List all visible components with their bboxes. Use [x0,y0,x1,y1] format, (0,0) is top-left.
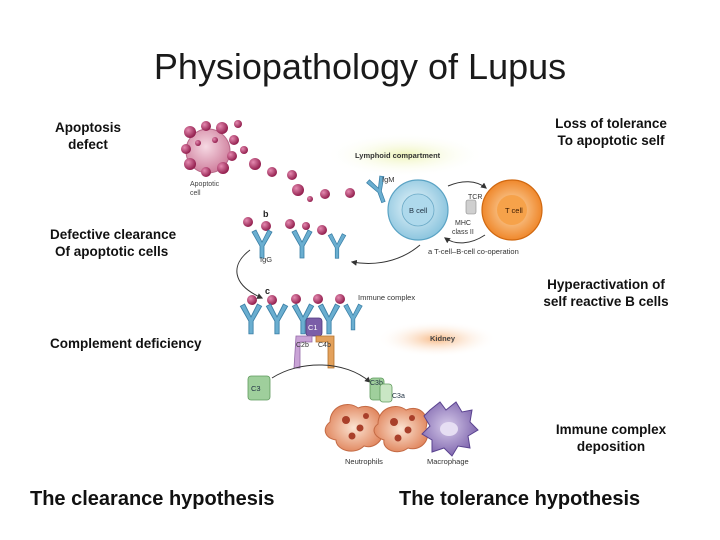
label-loss-tolerance-line2: To apoptotic self [557,133,665,148]
c3b-label: C3b [370,380,383,387]
neutrophil-2 [373,406,428,453]
footer-clearance-hypothesis: The clearance hypothesis [30,488,275,510]
kidney-glow [377,321,497,357]
t-cell-label: T cell [505,206,523,215]
label-hyperactivation: Hyperactivation of self reactive B cells [532,276,680,310]
arrow-b-to-c [236,249,264,299]
complement-c2b [293,335,313,369]
label-loss-tolerance-line1: Loss of tolerance [555,116,667,131]
t-cell-nucleus [497,195,527,225]
panel-c-label: c [265,286,270,296]
neutrophils-label: Neutrophils [345,457,383,466]
tcr-label: TCR [468,194,482,201]
arrow-bcell-to-antibodies [350,244,421,266]
complement-c3a [379,383,393,403]
label-immune-complex-line2: deposition [576,439,646,454]
immune-complex-label: Immune complex [358,293,415,302]
complement-c4b [315,335,335,369]
label-apoptosis-defect: Apoptosis defect [40,119,136,153]
complement-c1 [305,317,323,337]
blebs-b [243,217,327,235]
apoptotic-cell-label-line2: cell [190,190,201,197]
mhc-label-line1: MHC [455,220,471,227]
label-immune-complex-line1: Immune complex [555,422,667,437]
page-title: Physiopathology of Lupus [153,46,567,87]
c3a-label: C3a [392,393,405,400]
apoptotic-cell-label-line1: Apoptotic [190,181,220,188]
apoptotic-cell [181,120,355,202]
label-immune-complex-deposition: Immune complex deposition [546,421,676,455]
igm-label: IgM [382,175,395,184]
panel-b-label: b [263,209,269,219]
mhc-label-line2: class II [452,229,474,236]
label-apoptosis-line1: Apoptosis [55,120,121,135]
c2b-label: C2b [296,342,309,349]
label-defective-clearance-line2: Of apoptotic cells [55,244,169,259]
kidney-label: Kidney [430,334,456,343]
immune-complex-antibodies [239,303,363,335]
neutrophil-1 [324,404,384,452]
macrophage [421,401,479,457]
label-defective-clearance-line1: Defective clearance [50,227,177,242]
arrow-b-to-t [447,181,487,189]
igg-label: IgG [260,255,272,264]
cooperation-label: a T-cell–B-cell co-operation [428,247,519,256]
label-defective-clearance: Defective clearance Of apoptotic cells [50,226,176,260]
footer-tolerance-hypothesis: The tolerance hypothesis [399,488,641,510]
label-hyperactivation-line1: Hyperactivation of [547,277,665,292]
complement-c3 [247,375,271,401]
label-loss-of-tolerance: Loss of tolerance To apoptotic self [546,115,676,149]
antibodies-b [251,229,347,259]
macrophage-label: Macrophage [427,457,469,466]
lymphoid-compartment-label: Lymphoid compartment [355,151,441,160]
c4b-label: C4b [318,342,331,349]
arrow-c3-cleavage [271,364,371,383]
blebs-c [247,294,345,305]
c3-label: C3 [251,384,261,393]
label-complement-deficiency: Complement deficiency [50,336,202,351]
b-cell-nucleus [401,193,435,227]
label-hyperactivation-line2: self reactive B cells [543,294,669,309]
b-cell-label: B cell [409,206,428,215]
label-apoptosis-line2: defect [68,137,108,152]
tcr-mhc-contact [465,199,477,215]
lymphoid-compartment-glow [325,133,485,177]
c1-label: C1 [308,323,318,332]
arrow-t-to-b [444,234,486,244]
